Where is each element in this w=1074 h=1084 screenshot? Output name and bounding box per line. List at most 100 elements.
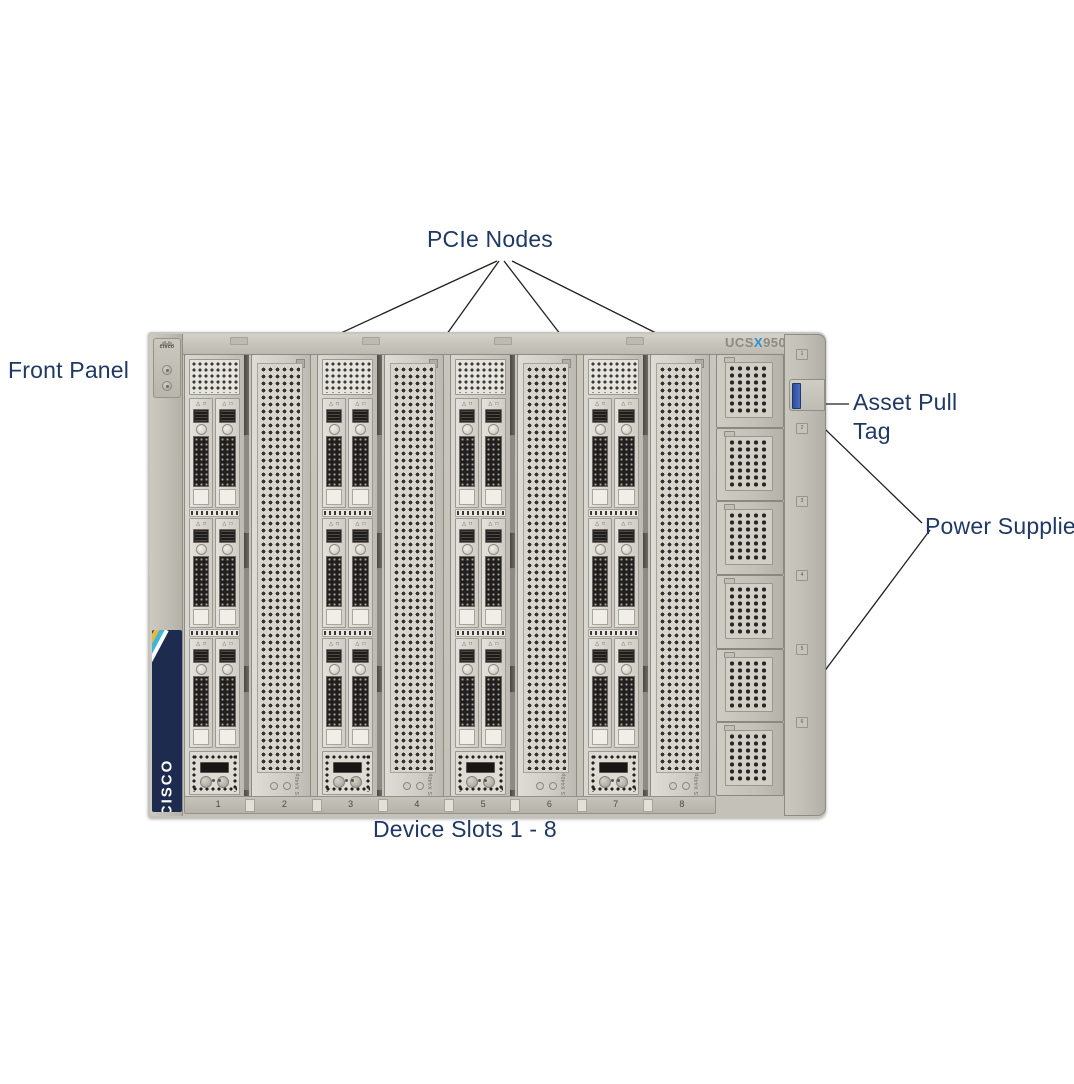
- drive-bay[interactable]: △□: [455, 638, 480, 748]
- drive-bay[interactable]: △□: [588, 398, 613, 508]
- compute-node[interactable]: △□△□△□△□△□△□: [583, 354, 648, 800]
- drive-bay[interactable]: △□: [322, 398, 347, 508]
- drive-handle[interactable]: [592, 649, 609, 663]
- drive-handle[interactable]: [459, 409, 476, 423]
- node-latch-rail[interactable]: [310, 355, 311, 799]
- drive-bay[interactable]: △□: [614, 398, 639, 508]
- device-slot-5[interactable]: △□△□△□△□△□△□: [450, 354, 515, 800]
- pcie-node[interactable]: UCS X440p: [250, 354, 311, 800]
- node-reset-button-icon[interactable]: [216, 776, 229, 788]
- node-power-button-icon[interactable]: [466, 776, 478, 788]
- drive-eject-knob[interactable]: [221, 664, 233, 675]
- drive-bay[interactable]: △□: [481, 638, 506, 748]
- drive-eject-knob[interactable]: [195, 544, 207, 555]
- node-power-button-icon[interactable]: [333, 776, 345, 788]
- drive-eject-knob[interactable]: [328, 424, 340, 435]
- drive-bay[interactable]: △□: [614, 638, 639, 748]
- drive-bay[interactable]: △□: [348, 398, 373, 508]
- drive-handle[interactable]: [219, 649, 236, 663]
- drive-eject-knob[interactable]: [195, 424, 207, 435]
- node-control-panel[interactable]: [588, 751, 639, 795]
- drive-bay[interactable]: △□: [189, 398, 214, 508]
- drive-handle[interactable]: [193, 409, 210, 423]
- drive-handle[interactable]: [592, 529, 609, 543]
- drive-eject-knob[interactable]: [487, 544, 499, 555]
- drive-eject-knob[interactable]: [354, 544, 366, 555]
- device-slot-3[interactable]: △□△□△□△□△□△□: [317, 354, 382, 800]
- id-button-icon[interactable]: [162, 365, 172, 375]
- compute-node[interactable]: △□△□△□△□△□△□: [450, 354, 515, 800]
- drive-bay[interactable]: △□: [348, 518, 373, 628]
- node-power-button-icon[interactable]: [599, 776, 611, 788]
- drive-handle[interactable]: [219, 529, 236, 543]
- pcie-node[interactable]: UCS X440p: [383, 354, 444, 800]
- drive-handle[interactable]: [219, 409, 236, 423]
- drive-handle[interactable]: [326, 649, 343, 663]
- drive-eject-knob[interactable]: [195, 664, 207, 675]
- drive-handle[interactable]: [592, 409, 609, 423]
- node-latch-rail[interactable]: [576, 355, 577, 799]
- drive-bay[interactable]: △□: [588, 638, 613, 748]
- asset-pull-tag[interactable]: [792, 383, 801, 409]
- device-slot-8[interactable]: UCS X440p: [649, 354, 715, 800]
- compute-node[interactable]: △□△□△□△□△□△□: [317, 354, 382, 800]
- drive-eject-knob[interactable]: [328, 664, 340, 675]
- compute-node[interactable]: △□△□△□△□△□△□: [184, 354, 249, 800]
- node-latch-rail[interactable]: [709, 355, 710, 799]
- drive-bay[interactable]: △□: [588, 518, 613, 628]
- drive-handle[interactable]: [485, 649, 502, 663]
- drive-eject-knob[interactable]: [354, 664, 366, 675]
- drive-handle[interactable]: [459, 529, 476, 543]
- drive-bay[interactable]: △□: [215, 518, 240, 628]
- drive-handle[interactable]: [193, 649, 210, 663]
- device-slot-4[interactable]: UCS X440p: [383, 354, 449, 800]
- drive-eject-knob[interactable]: [594, 664, 606, 675]
- node-control-panel[interactable]: [189, 751, 240, 795]
- node-control-panel[interactable]: [322, 751, 373, 795]
- device-slot-2[interactable]: UCS X440p: [250, 354, 316, 800]
- drive-bay[interactable]: △□: [189, 638, 214, 748]
- node-reset-button-icon[interactable]: [349, 776, 362, 788]
- drive-bay[interactable]: △□: [322, 518, 347, 628]
- power-supply-4[interactable]: [716, 575, 784, 649]
- node-reset-button-icon[interactable]: [615, 776, 628, 788]
- drive-eject-knob[interactable]: [487, 664, 499, 675]
- power-button-icon[interactable]: [162, 381, 172, 391]
- front-panel-module[interactable]: cisco: [153, 338, 181, 398]
- power-supply-5[interactable]: [716, 648, 784, 723]
- drive-eject-knob[interactable]: [461, 544, 473, 555]
- drive-eject-knob[interactable]: [461, 424, 473, 435]
- node-latch-rail[interactable]: [443, 355, 444, 799]
- power-supply-3[interactable]: [716, 501, 784, 575]
- drive-bay[interactable]: △□: [215, 398, 240, 508]
- drive-bay[interactable]: △□: [481, 398, 506, 508]
- node-reset-button-icon[interactable]: [482, 776, 495, 788]
- drive-bay[interactable]: △□: [455, 398, 480, 508]
- drive-handle[interactable]: [352, 649, 369, 663]
- drive-bay[interactable]: △□: [215, 638, 240, 748]
- power-supply-2[interactable]: [716, 427, 784, 502]
- drive-handle[interactable]: [326, 409, 343, 423]
- drive-handle[interactable]: [485, 409, 502, 423]
- drive-eject-knob[interactable]: [594, 424, 606, 435]
- drive-handle[interactable]: [459, 649, 476, 663]
- drive-bay[interactable]: △□: [614, 518, 639, 628]
- drive-eject-knob[interactable]: [620, 424, 632, 435]
- asset-pull-tag-slot[interactable]: [789, 379, 825, 411]
- pcie-node[interactable]: UCS X440p: [516, 354, 577, 800]
- drive-eject-knob[interactable]: [594, 544, 606, 555]
- drive-bay[interactable]: △□: [481, 518, 506, 628]
- drive-eject-knob[interactable]: [328, 544, 340, 555]
- drive-eject-knob[interactable]: [461, 664, 473, 675]
- drive-eject-knob[interactable]: [620, 664, 632, 675]
- drive-eject-knob[interactable]: [620, 544, 632, 555]
- drive-eject-knob[interactable]: [487, 424, 499, 435]
- drive-handle[interactable]: [618, 529, 635, 543]
- power-supply-6[interactable]: [716, 722, 784, 796]
- drive-eject-knob[interactable]: [354, 424, 366, 435]
- drive-bay[interactable]: △□: [348, 638, 373, 748]
- drive-bay[interactable]: △□: [455, 518, 480, 628]
- drive-bay[interactable]: △□: [189, 518, 214, 628]
- node-control-panel[interactable]: [455, 751, 506, 795]
- power-supply-1[interactable]: [716, 354, 784, 428]
